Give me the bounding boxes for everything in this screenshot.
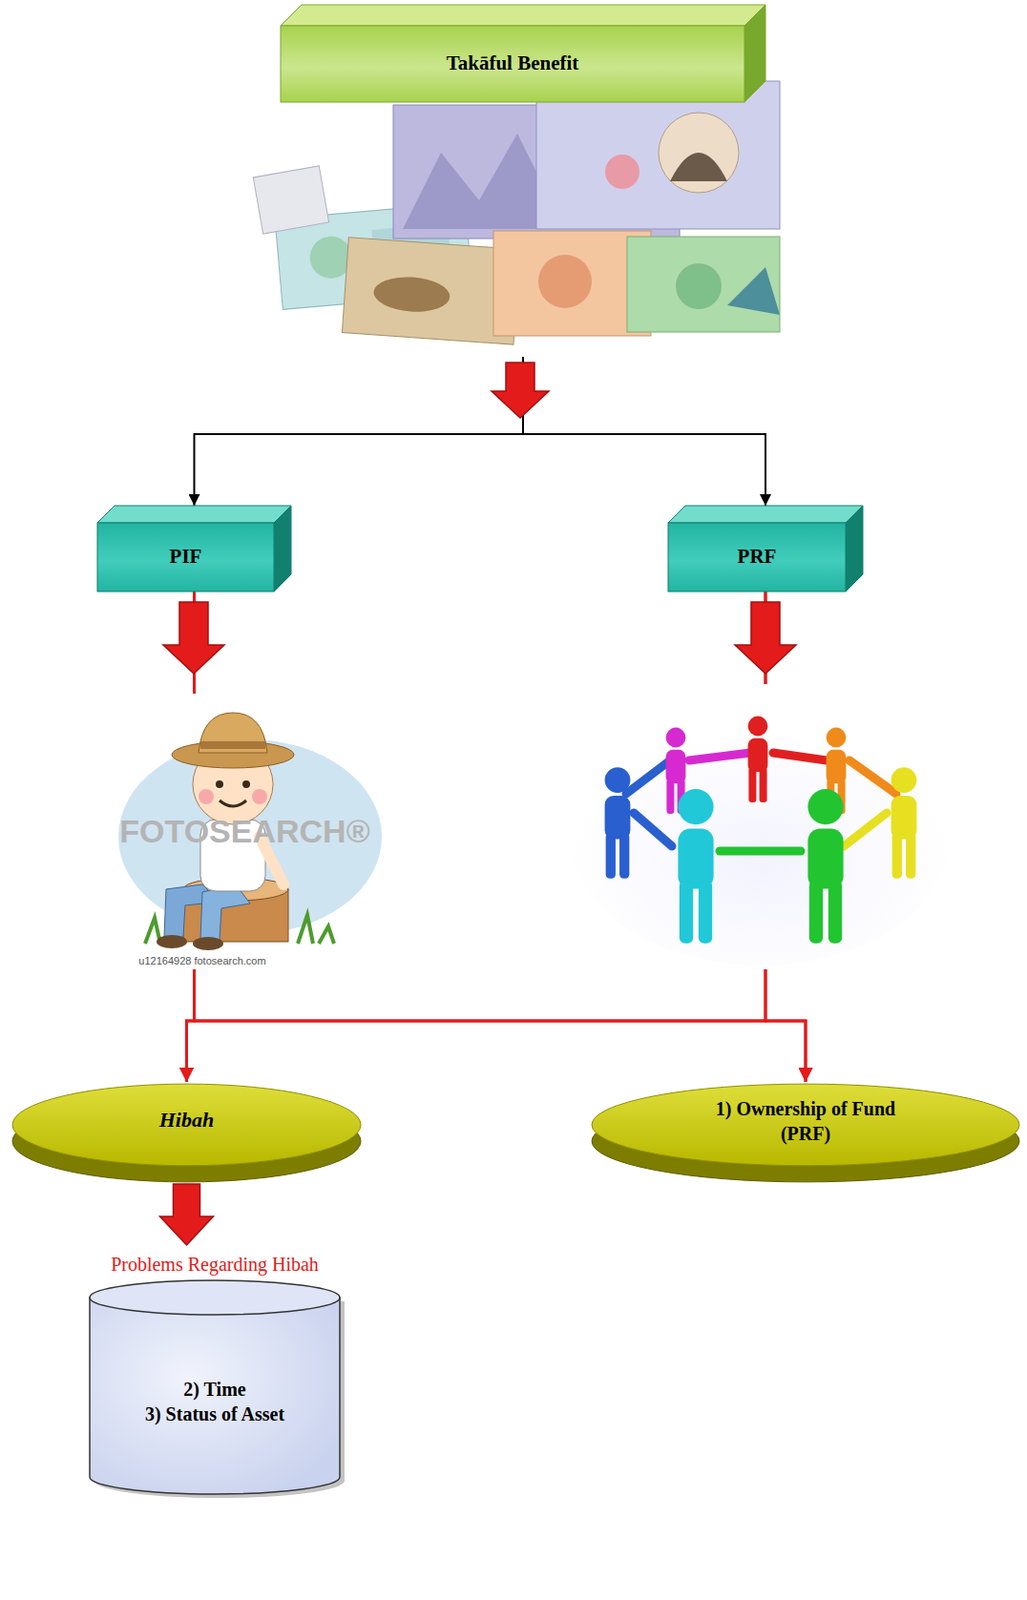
block-arrow [160,1184,214,1246]
node-label: PIF [166,544,207,570]
node-label: Takāful Benefit [442,50,584,77]
fund-box: PIF [97,505,292,592]
fund-box: PRF [668,505,863,592]
node-label: 1) Ownership of Fund (PRF) [687,1096,924,1147]
problem-cylinder-outline [57,1245,373,1497]
watermark: FOTOSEARCH® [106,813,383,851]
heading-text: Problems Regarding Hibah [106,1246,323,1278]
node-label: 2) Time [179,1377,250,1403]
heading-box: Takāful Benefit [280,4,766,103]
problem-cylinder: Problems Regarding Hibah 2) Time3) Status… [57,1245,373,1497]
concept-ellipse: Hibah [10,1082,363,1185]
node-label: 3) Status of Asset [141,1402,289,1427]
concept-ellipse-outline [10,1082,363,1185]
node-label: Hibah [155,1107,218,1135]
node-label: PRF [733,544,781,570]
people-circle-illustration [566,684,955,970]
watermark: u12164928 fotosearch.com [106,955,298,967]
banknotes-illustration [250,66,792,357]
issue-ellipse: 1) Ownership of Fund (PRF) [589,1082,1022,1185]
